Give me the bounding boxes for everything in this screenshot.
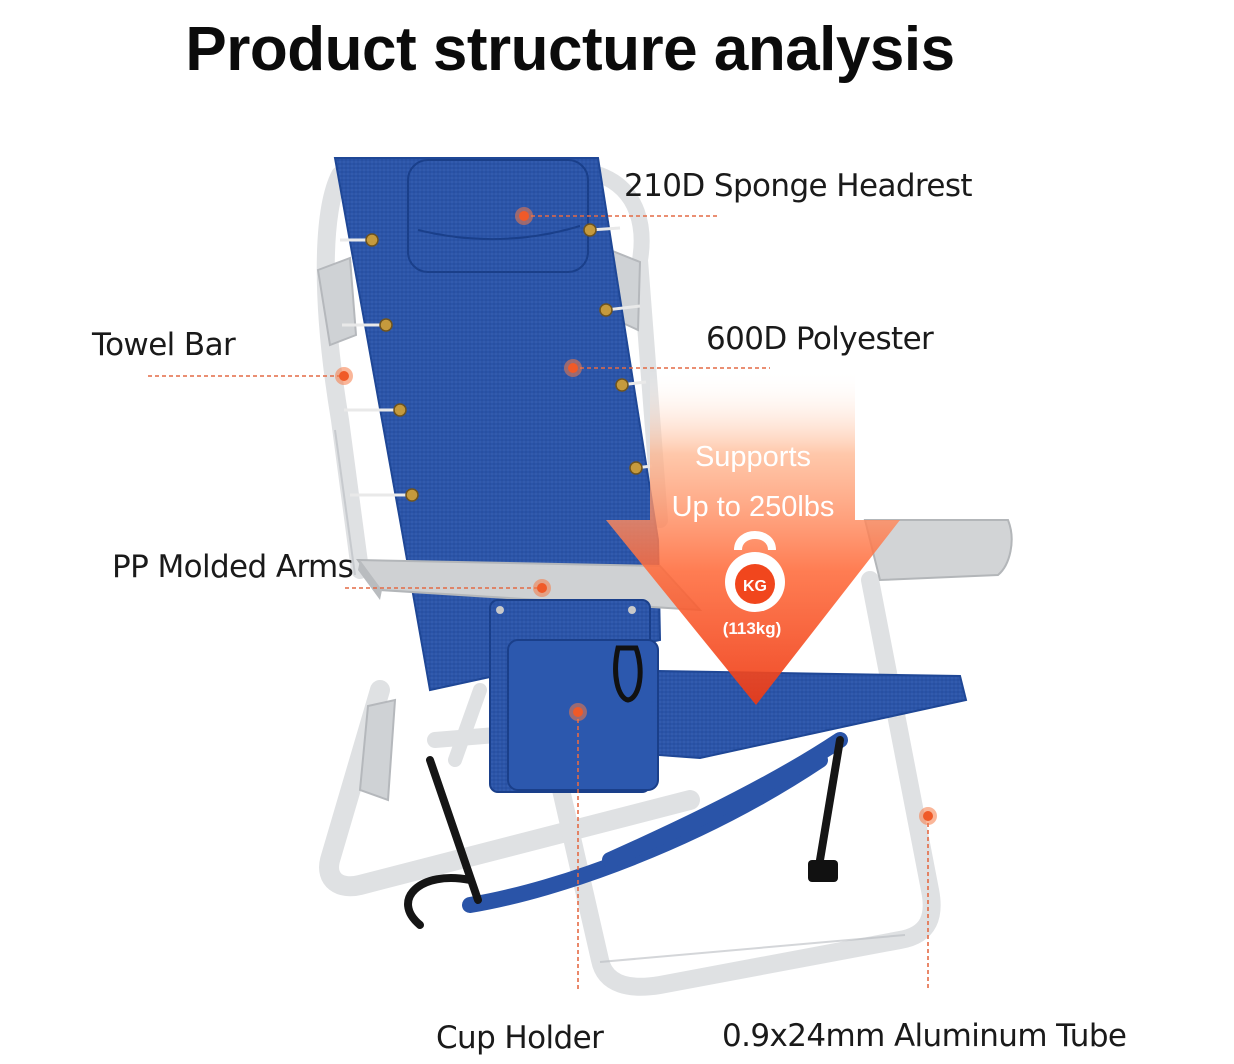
load-line-1: Supports	[695, 441, 811, 473]
callout-towel-bar: Towel Bar	[92, 327, 236, 363]
backpack-straps	[462, 732, 848, 913]
callout-headrest: 210D Sponge Headrest	[624, 168, 973, 204]
kettlebell-label: KG	[743, 578, 767, 595]
callout-tube: 0.9x24mm Aluminum Tube	[722, 1018, 1127, 1054]
callout-arms: PP Molded Arms	[112, 549, 354, 585]
leader-lines	[148, 215, 929, 990]
callout-polyester: 600D Polyester	[706, 321, 934, 357]
page-title: Product structure analysis	[185, 15, 955, 84]
callout-dots	[335, 207, 937, 825]
towel-bar	[316, 256, 358, 347]
kettlebell-icon: KG	[725, 531, 785, 612]
load-line-2: Up to 250lbs	[672, 491, 835, 523]
backrest-fabric	[333, 157, 662, 692]
load-metric: (113kg)	[723, 619, 782, 638]
cup-holder-pouch	[489, 599, 659, 793]
arm-right	[863, 519, 1013, 582]
callout-cup-holder: Cup Holder	[436, 1020, 604, 1056]
